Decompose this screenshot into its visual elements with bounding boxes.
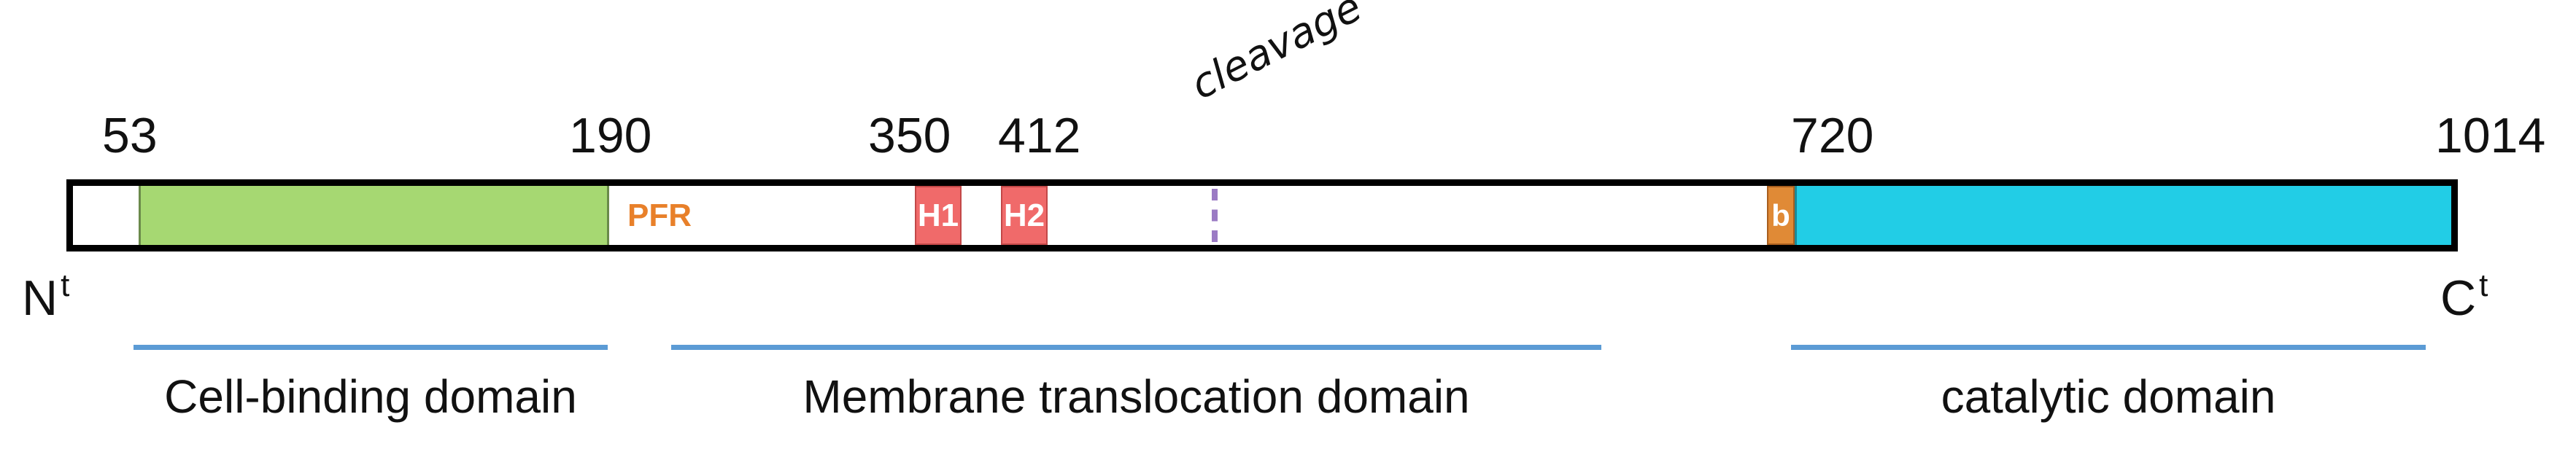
protein-bar: PFR H1 H2 b — [66, 179, 2458, 251]
c-terminus-sup: t — [2479, 268, 2488, 303]
cell-binding-domain-line — [134, 345, 608, 350]
catalytic-segment — [1795, 186, 2451, 245]
position-53-label: 53 — [102, 108, 158, 163]
cell-binding-segment — [139, 186, 609, 245]
h2-motif: H2 — [1001, 186, 1048, 245]
n-terminus-label: Nt — [22, 268, 70, 326]
pfr-label: PFR — [627, 197, 692, 233]
position-190-label: 190 — [569, 108, 652, 163]
position-1014-label: 1014 — [2435, 108, 2546, 163]
b-motif: b — [1767, 186, 1795, 245]
position-720-label: 720 — [1791, 108, 1874, 163]
position-350-label: 350 — [868, 108, 951, 163]
c-terminus-base: C — [2440, 270, 2477, 326]
h1-motif: H1 — [915, 186, 962, 245]
catalytic-domain-line — [1791, 345, 2426, 350]
cell-binding-domain-label: Cell-binding domain — [164, 370, 577, 423]
cleavage-site-mark — [1212, 189, 1218, 242]
membrane-translocation-domain-line — [671, 345, 1601, 350]
membrane-translocation-domain-label: Membrane translocation domain — [802, 370, 1470, 423]
position-412-label: 412 — [998, 108, 1081, 163]
catalytic-domain-label: catalytic domain — [1941, 370, 2276, 423]
c-terminus-label: Ct — [2440, 268, 2488, 326]
n-terminus-base: N — [22, 270, 58, 326]
n-terminus-sup: t — [61, 268, 70, 303]
cleavage-label: cleavage — [1183, 0, 1369, 109]
